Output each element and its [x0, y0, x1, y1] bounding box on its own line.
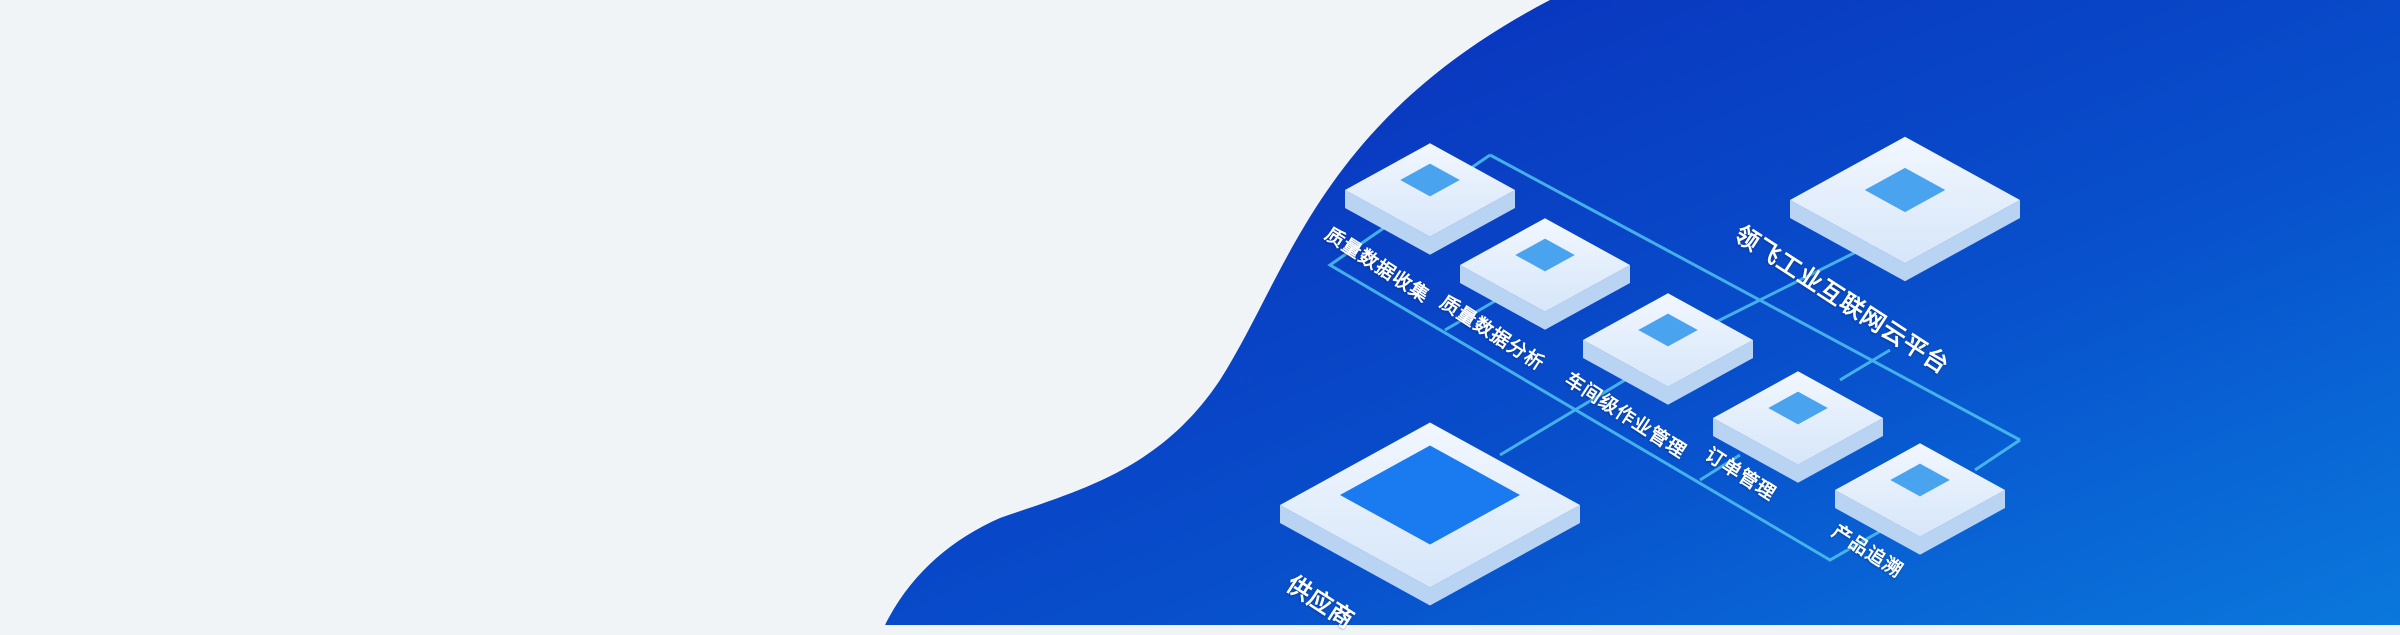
platform-order — [1713, 371, 1883, 483]
platform-workshop — [1583, 293, 1753, 405]
platform-supplier — [1280, 422, 1580, 606]
platform-data-collection — [1345, 143, 1515, 255]
platform-data-analysis — [1460, 218, 1630, 330]
platform-cloud-platform — [1790, 136, 2020, 282]
platform-traceability — [1835, 443, 2005, 555]
